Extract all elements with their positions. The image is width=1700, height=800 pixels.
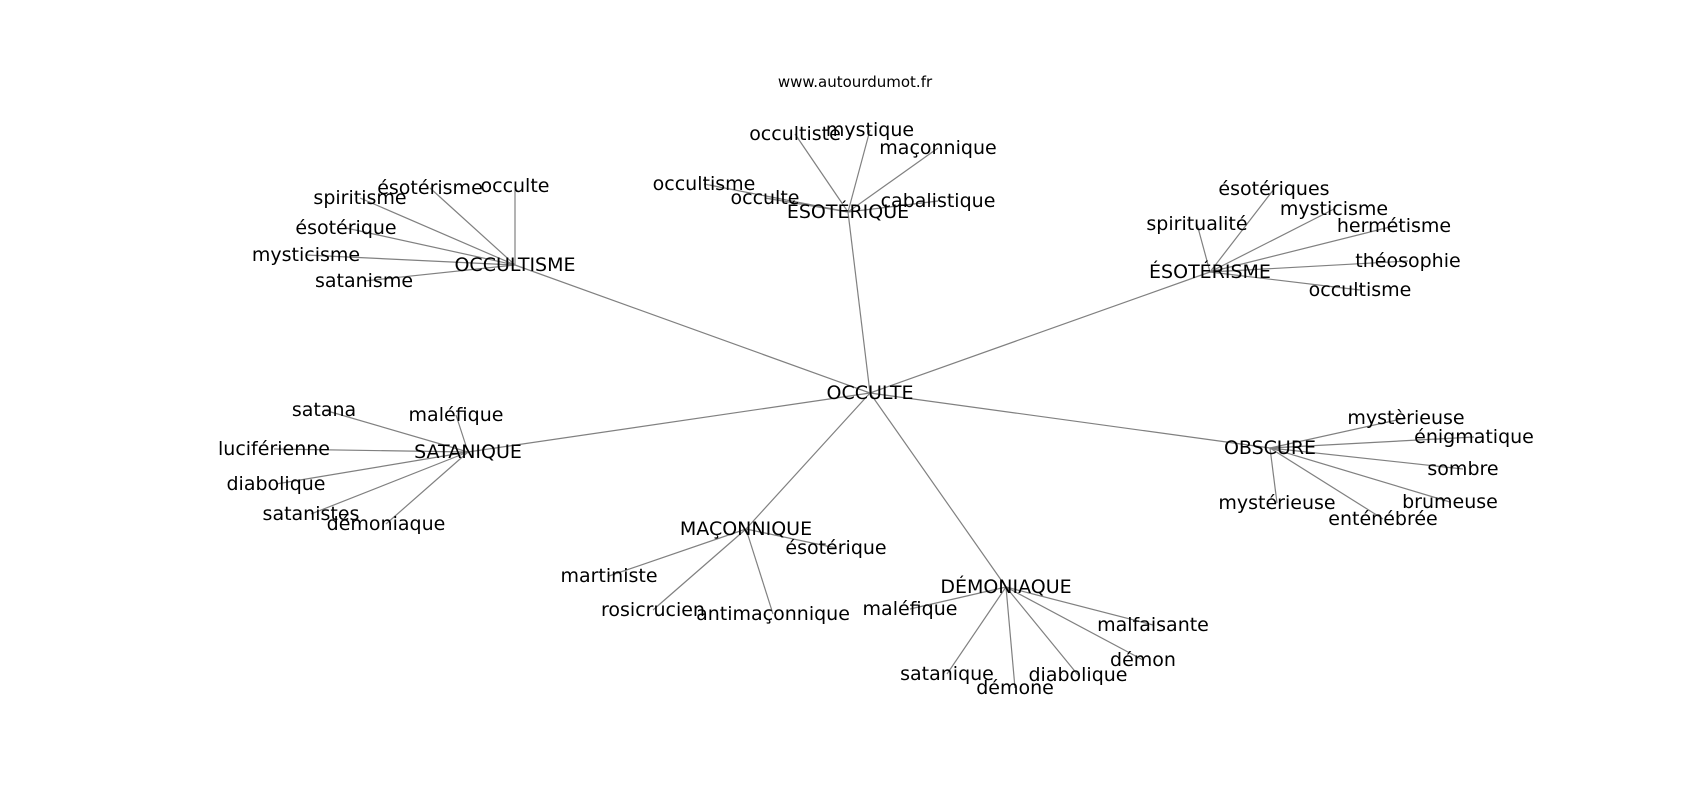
edge-esoterique-occultiste (794, 133, 849, 213)
leaf-node-obscure-enigmatique[interactable]: énigmatique (1414, 426, 1534, 448)
edge-maconnique-esoterique (745, 528, 837, 549)
leaf-node-satanique-satana[interactable]: satana (292, 399, 356, 421)
edge-occultisme-spiritisme (359, 197, 516, 266)
leaf-node-satanique-luciferienne[interactable]: luciférienne (218, 438, 330, 460)
graph-labels: OCCULTE ÉSOTÉRIQUE occultistemystiquemaçon… (218, 119, 1534, 699)
leaf-node-esoterisme-theosophie[interactable]: théosophie (1355, 250, 1460, 272)
edge-demoniaque-diabolique (1005, 586, 1079, 676)
leaf-node-occultisme-mysticisme[interactable]: mysticisme (252, 244, 360, 266)
leaf-node-satanique-malefique[interactable]: maléfique (409, 404, 504, 426)
edge-esoterisme-occultisme (1209, 271, 1361, 291)
hub-node-maconnique[interactable]: MAÇONNIQUE (680, 518, 812, 540)
edge-obscure-entenebree (1269, 447, 1384, 520)
edge-obscure-enigmatique (1269, 436, 1475, 449)
edge-esoterisme-theosophie (1209, 260, 1409, 273)
edge-obscure-mysterieuse (1269, 447, 1278, 504)
edge-obscure-mysterieuse (1269, 417, 1407, 449)
edge-center-occultisme (514, 264, 871, 394)
edge-occultisme-esoterique (345, 227, 516, 266)
edge-esoterique-mystique (847, 129, 871, 213)
edge-center-demoniaque (869, 392, 1007, 588)
edge-satanique-satana (323, 409, 469, 453)
leaf-node-satanique-demoniaque[interactable]: démoniaque (327, 513, 446, 535)
leaf-node-esoterique-maconnique[interactable]: maçonnique (879, 137, 996, 159)
edge-obscure-brumeuse (1269, 447, 1451, 503)
edge-demoniaque-demon (1005, 586, 1144, 661)
edge-esoterique-occulte (764, 197, 849, 213)
leaf-node-demoniaque-diabolique[interactable]: diabolique (1028, 664, 1127, 686)
edge-maconnique-antimaconnique (745, 528, 774, 615)
hub-node-satanique[interactable]: SATANIQUE (414, 441, 522, 463)
edge-demoniaque-satanique (946, 586, 1007, 675)
leaf-node-occultisme-satanisme[interactable]: satanisme (315, 270, 413, 292)
edge-satanique-satanistes (310, 451, 469, 515)
edge-demoniaque-demone (1005, 586, 1016, 689)
leaf-node-esoterique-mystique[interactable]: mystique (826, 119, 914, 141)
leaf-node-demoniaque-satanique[interactable]: satanique (900, 663, 994, 685)
leaf-node-maconnique-esoterique[interactable]: ésotérique (785, 537, 886, 559)
leaf-node-maconnique-antimaconnique[interactable]: antimaçonnique (696, 603, 850, 625)
edge-demoniaque-malefique (909, 586, 1007, 610)
hub-node-esoterisme[interactable]: ÉSOTÉRISME (1149, 260, 1271, 283)
leaf-node-occultisme-spiritisme[interactable]: spiritisme (313, 187, 406, 209)
leaf-node-esoterisme-spiritualite[interactable]: spiritualité (1146, 213, 1247, 235)
edge-occultisme-esoterisme (429, 187, 516, 266)
leaf-node-occultisme-occulte[interactable]: occulte (481, 175, 550, 197)
leaf-node-esoterisme-mysticisme[interactable]: mysticisme (1280, 198, 1388, 220)
edge-esoterique-maconnique (847, 147, 939, 213)
edge-center-maconnique (745, 392, 871, 530)
leaf-node-occultisme-esoterisme[interactable]: ésotérisme (377, 177, 483, 199)
edge-esoterisme-spiritualite (1196, 223, 1211, 273)
edge-esoterisme-hermetisme (1209, 225, 1395, 273)
edge-center-esoterisme (869, 271, 1211, 394)
leaf-node-esoterique-occultisme[interactable]: occultisme (653, 173, 756, 195)
edge-center-esoterique (847, 211, 871, 394)
edge-center-obscure (869, 392, 1271, 449)
leaf-node-occultisme-esoterique[interactable]: ésotérique (295, 217, 396, 239)
edge-satanique-demoniaque (385, 451, 469, 525)
edge-satanique-luciferienne (273, 448, 469, 453)
leaf-node-obscure-sombre[interactable]: sombre (1427, 458, 1498, 480)
leaf-node-obscure-mysterieuse[interactable]: mystérieuse (1218, 492, 1335, 514)
center-node-occulte[interactable]: OCCULTE (827, 382, 914, 404)
leaf-node-esoterique-occulte[interactable]: occulte (731, 187, 800, 209)
edge-satanique-malefique (455, 414, 469, 453)
hub-node-obscure[interactable]: OBSCURE (1224, 437, 1316, 459)
leaf-node-maconnique-rosicrucien[interactable]: rosicrucien (601, 599, 705, 621)
leaf-node-esoterique-occultiste[interactable]: occultiste (749, 123, 841, 145)
hub-node-occultisme[interactable]: OCCULTISME (454, 254, 575, 276)
leaf-node-esoterisme-hermetisme[interactable]: hermétisme (1337, 215, 1451, 237)
leaf-node-demoniaque-malfaisante[interactable]: malfaisante (1097, 614, 1209, 636)
leaf-node-demoniaque-demone[interactable]: démone (976, 677, 1054, 699)
leaf-node-esoterique-cabalistique[interactable]: cabalistique (881, 190, 996, 212)
leaf-node-obscure-entenebree[interactable]: enténébrée (1328, 508, 1437, 530)
edge-esoterisme-esoteriques (1209, 188, 1275, 273)
edge-occultisme-satanisme (363, 264, 516, 282)
leaf-node-obscure-brumeuse[interactable]: brumeuse (1402, 491, 1498, 513)
edge-esoterique-cabalistique (847, 200, 939, 213)
edge-maconnique-martiniste (608, 528, 747, 577)
edge-esoterique-occultisme (703, 183, 849, 213)
leaf-node-esoterisme-occultisme[interactable]: occultisme (1309, 279, 1412, 301)
edge-demoniaque-malfaisante (1005, 586, 1154, 626)
leaf-node-maconnique-martiniste[interactable]: martiniste (560, 565, 657, 587)
leaf-node-satanique-diabolique[interactable]: diabolique (226, 473, 325, 495)
leaf-node-esoterisme-esoteriques[interactable]: ésotériques (1218, 178, 1329, 200)
graph-edges (273, 129, 1475, 689)
leaf-node-obscure-mysterieuse[interactable]: mystèrieuse (1347, 407, 1464, 429)
edge-satanique-diabolique (275, 451, 469, 485)
edge-obscure-sombre (1269, 447, 1464, 470)
source-url: www.autourdumot.fr (778, 73, 933, 91)
leaf-node-satanique-satanistes[interactable]: satanistes (263, 503, 360, 525)
edge-maconnique-rosicrucien (652, 528, 747, 611)
edge-center-satanique (467, 392, 871, 453)
edge-occultisme-mysticisme (305, 254, 516, 266)
leaf-node-demoniaque-malefique[interactable]: maléfique (863, 598, 958, 620)
hub-node-demoniaque[interactable]: DÉMONIAQUE (940, 575, 1071, 598)
hub-node-esoterique[interactable]: ÉSOTÉRIQUE (787, 200, 909, 223)
edge-esoterisme-mysticisme (1209, 208, 1335, 273)
leaf-node-demoniaque-demon[interactable]: démon (1110, 649, 1176, 671)
